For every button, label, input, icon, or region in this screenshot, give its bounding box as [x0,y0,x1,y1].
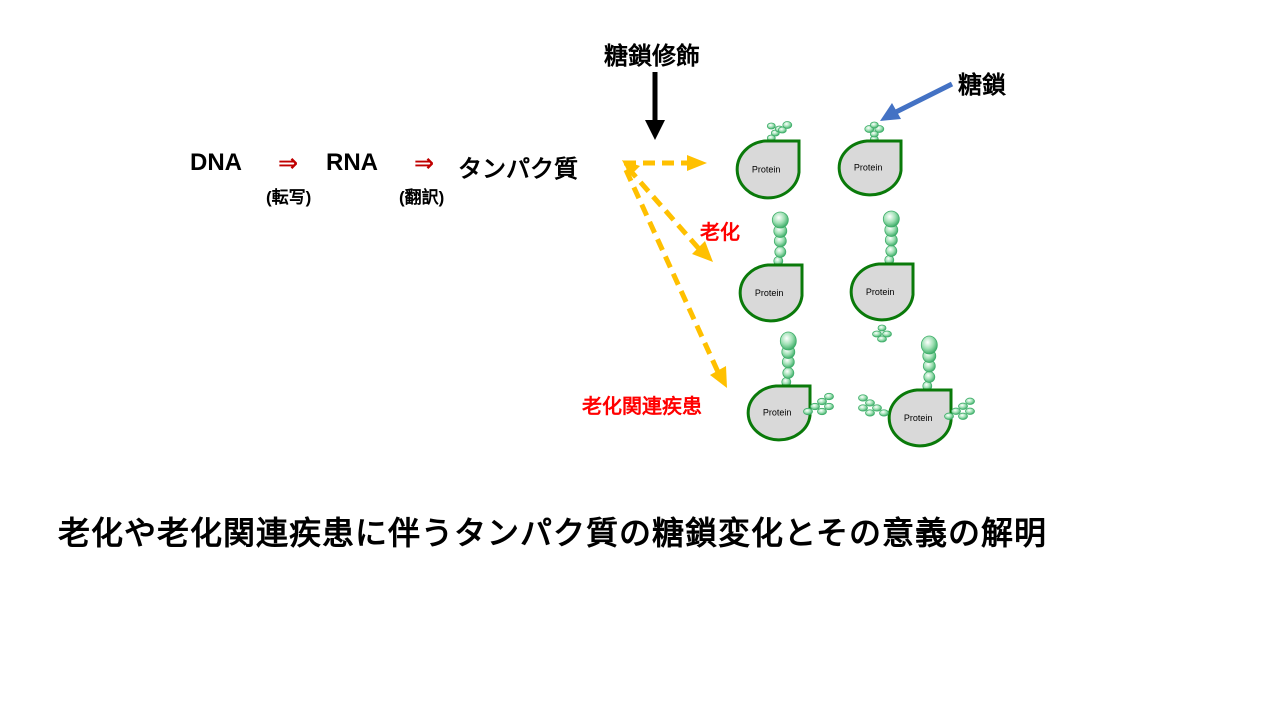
protein-5-aging_disease: Protein [746,331,834,442]
glycan-bead [920,335,938,355]
protein-shape [849,262,915,322]
glycan-bead [777,126,787,134]
glycan-bead [965,397,975,405]
glycan-bead [965,407,975,415]
protein-4-aging: Protein [849,210,915,343]
protein-shape [746,384,812,442]
glycan-bead [951,407,961,415]
dna-label: DNA [190,149,242,176]
glycan-bead [877,324,887,332]
transcription-arrow: ⇒ [278,150,299,177]
glycan-bead [824,392,834,401]
glycan-pointer-arrow [880,81,954,121]
protein-3-aging: Protein [738,211,804,323]
glycan-bead [879,409,889,417]
glycan-bead [872,404,882,412]
aging-disease-label: 老化関連疾患 [582,396,702,418]
protein-shape [735,139,801,200]
glycan-bead [803,407,813,416]
protein-text: Protein [854,163,883,173]
glycan-bead [865,399,875,407]
dashed-arrow-normal [624,155,707,171]
glycan-label: 糖鎖 [958,72,1006,99]
protein-shape [887,388,953,448]
protein-text: Protein [763,408,792,418]
protein-text: Protein [755,288,784,298]
glycan-bead [865,409,875,417]
slide-title: 老化や老化関連疾患に伴うタンパク質の糖鎖変化とその意義の解明 [58,515,1048,551]
glycan-bead [774,246,787,258]
glycan-bead [958,412,968,420]
dashed-arrow-aging [622,160,713,262]
transcription-label: (転写) [266,188,312,207]
glycosylation-label: 糖鎖修飾 [604,43,700,70]
glycosylation-arrow [645,72,665,140]
glycan-bead [779,331,797,351]
glycan-bead [782,121,793,129]
aging-label: 老化 [700,222,740,244]
glycan-bead [877,335,887,343]
glycan-bead [810,402,820,411]
protein-6-aging_disease: Protein [858,335,975,448]
protein-1-normal: Protein [735,121,801,200]
dashed-arrow-aging-disease [623,168,727,388]
glycan-bead [771,211,789,229]
protein-text: Protein [866,287,895,297]
glycan-bead [944,412,954,420]
protein-label: タンパク質 [458,156,578,183]
glycan-bead [858,404,868,412]
glycan-bead [869,121,879,129]
glycan-bead [885,245,898,257]
glycan-bead [958,402,968,410]
glycan-bead [782,367,795,379]
translation-label: (翻訳) [399,188,445,207]
rna-label: RNA [326,149,378,176]
glycan-bead [872,330,882,338]
protein-shape [837,139,903,197]
protein-shape [738,263,804,323]
glycan-bead [923,371,936,383]
glycan-bead [858,394,868,402]
translation-arrow: ⇒ [414,150,435,177]
glycan-bead [882,330,892,338]
glycan-bead [766,122,776,130]
glycan-bead [817,407,827,416]
glycan-bead [882,210,900,228]
glycan-bead [824,402,834,411]
protein-text: Protein [904,413,933,423]
glycan-bead [869,130,879,138]
protein-2-normal: Protein [837,121,903,197]
glycan-bead [817,397,827,406]
protein-text: Protein [752,164,781,174]
